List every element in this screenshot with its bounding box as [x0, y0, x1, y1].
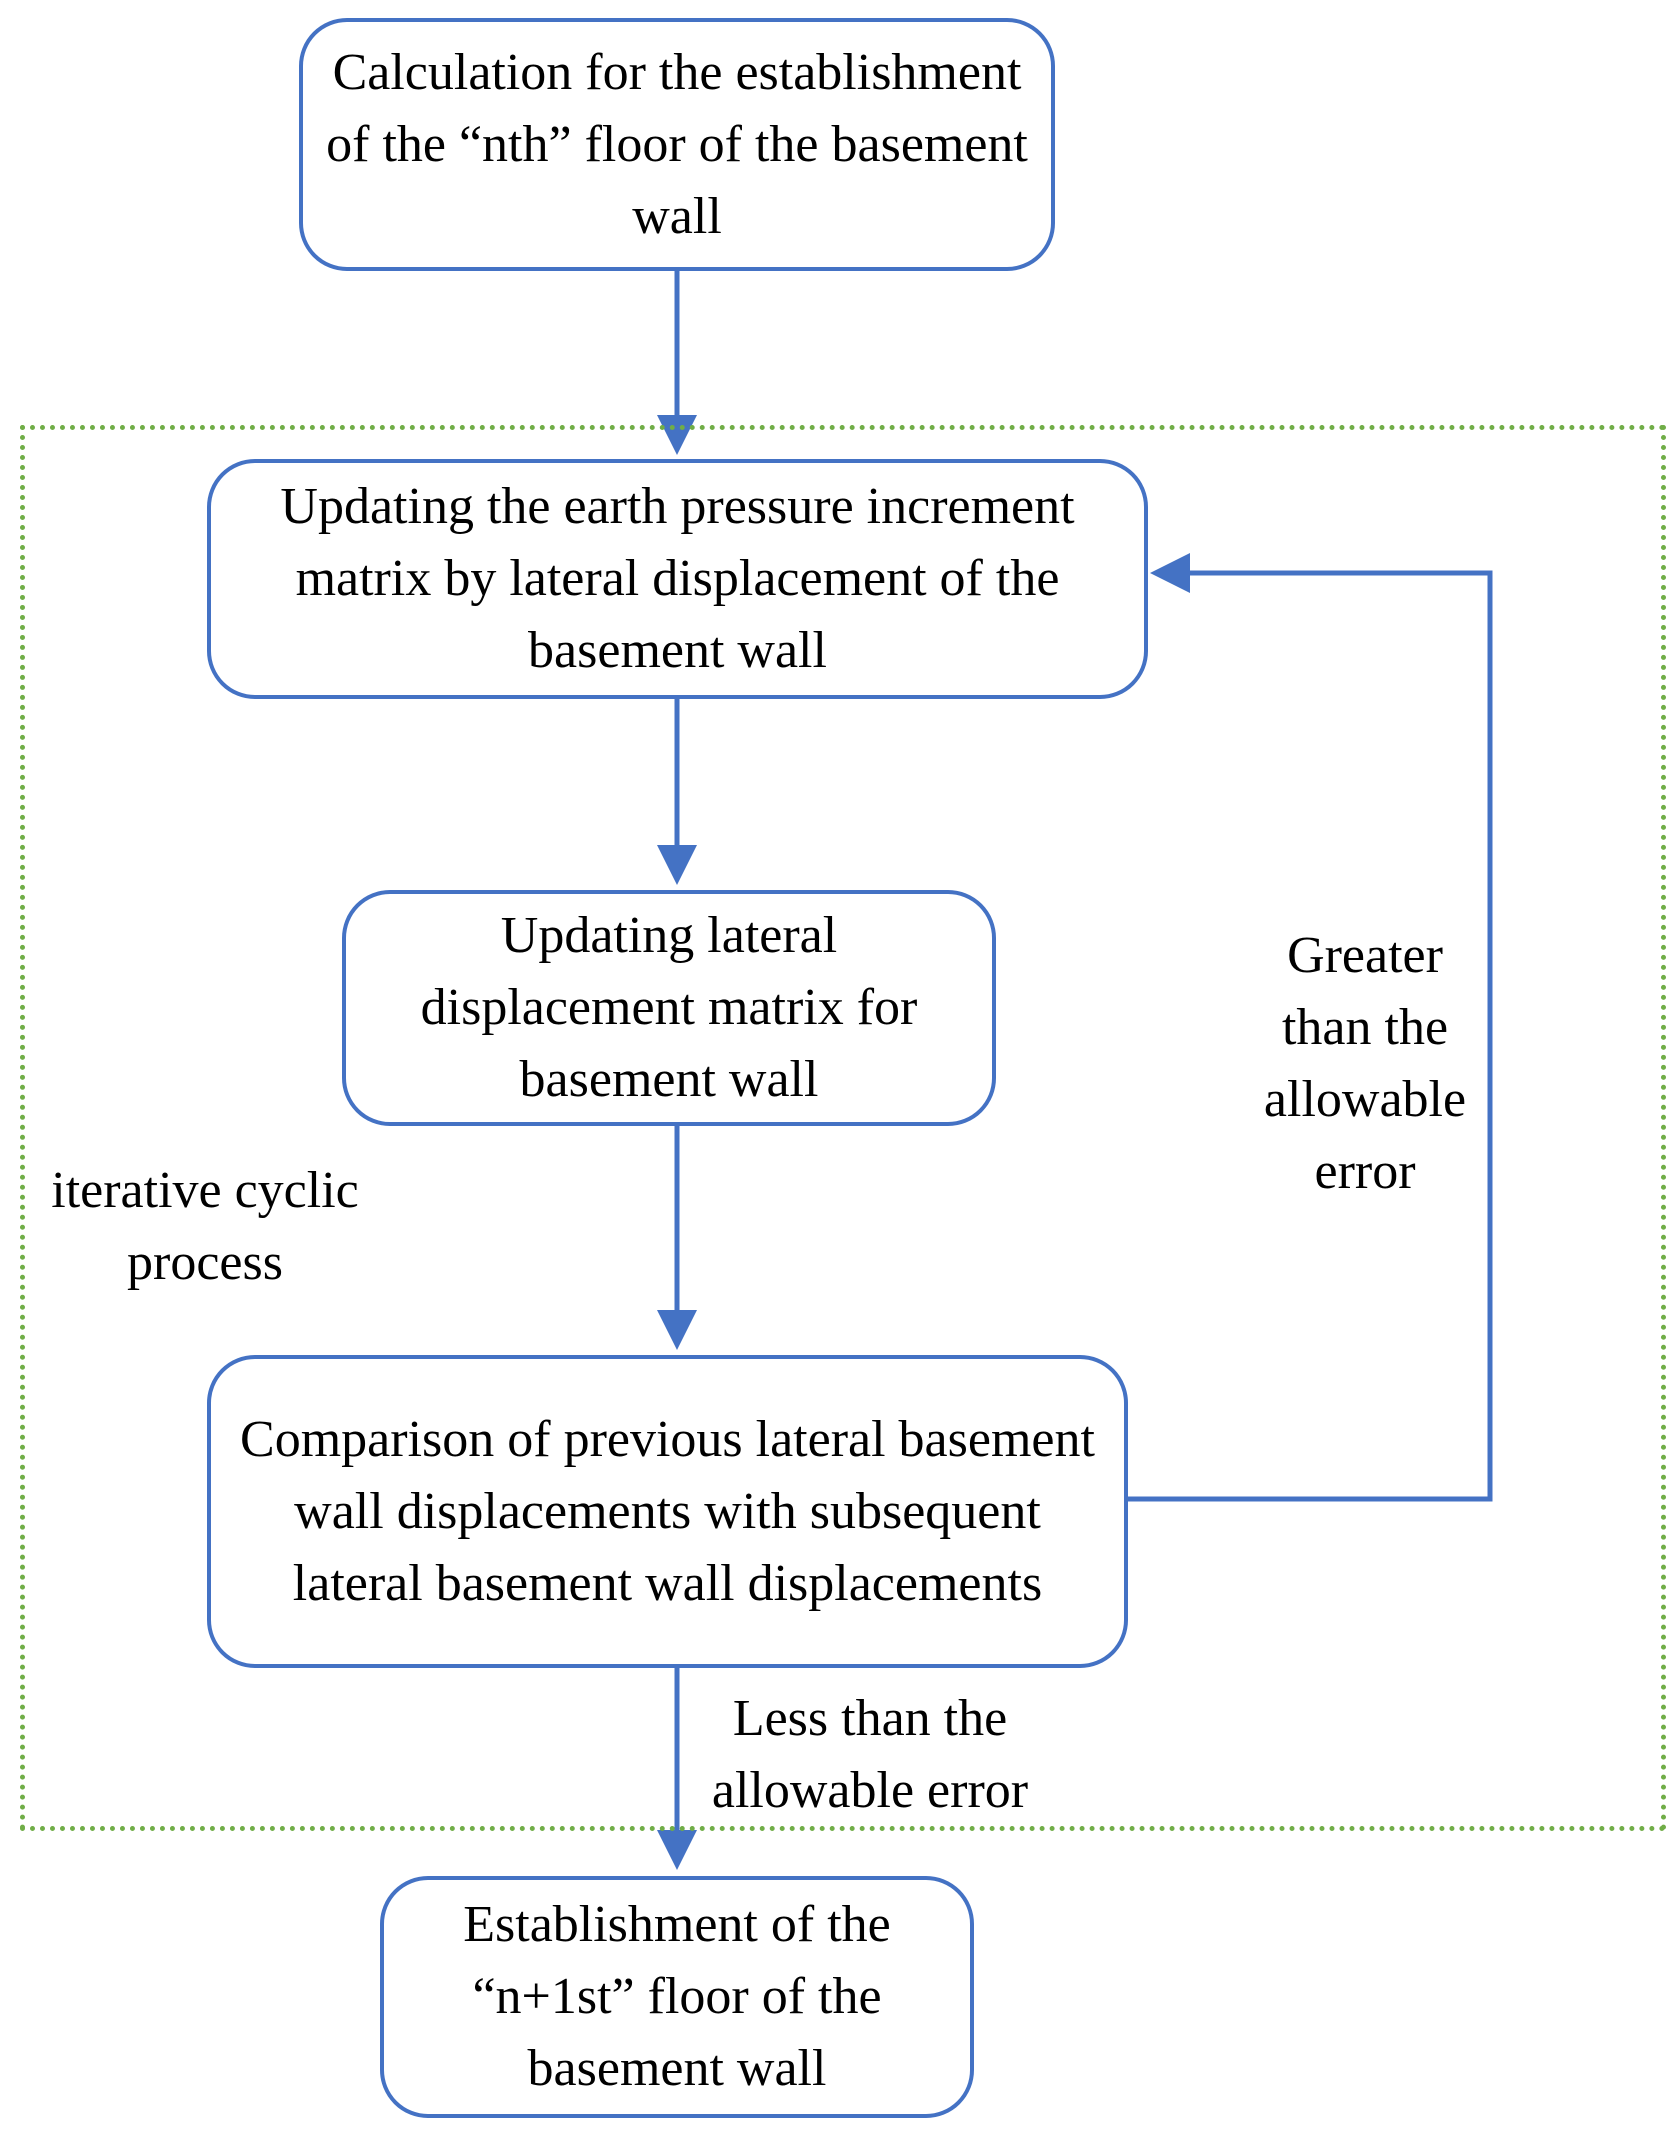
node-update-displacement-text: Updating lateral displacement matrix for…: [420, 907, 918, 1108]
node-end-text: Establishment of the “n+1st” floor of th…: [463, 1896, 891, 2097]
node-end: Establishment of the “n+1st” floor of th…: [380, 1876, 974, 2118]
iterative-loop-region: [20, 425, 1666, 1831]
node-compare-text: Comparison of previous lateral basement …: [240, 1410, 1095, 1612]
loop-label: iterative cyclic process: [51, 1162, 359, 1291]
node-update-pressure: Updating the earth pressure increment ma…: [207, 459, 1148, 699]
edge-label-greater: Greater than the allowable error: [1263, 927, 1467, 1200]
node-start-text: Calculation for the establishment of the…: [326, 43, 1028, 245]
node-start: Calculation for the establishment of the…: [299, 18, 1055, 271]
arrow-compare-loop-back: [1128, 553, 1493, 1502]
edge-label-less: Less than the allowable error: [711, 1690, 1029, 1819]
node-update-pressure-text: Updating the earth pressure increment ma…: [280, 478, 1075, 679]
node-update-displacement: Updating lateral displacement matrix for…: [342, 890, 996, 1126]
node-compare: Comparison of previous lateral basement …: [207, 1355, 1128, 1668]
